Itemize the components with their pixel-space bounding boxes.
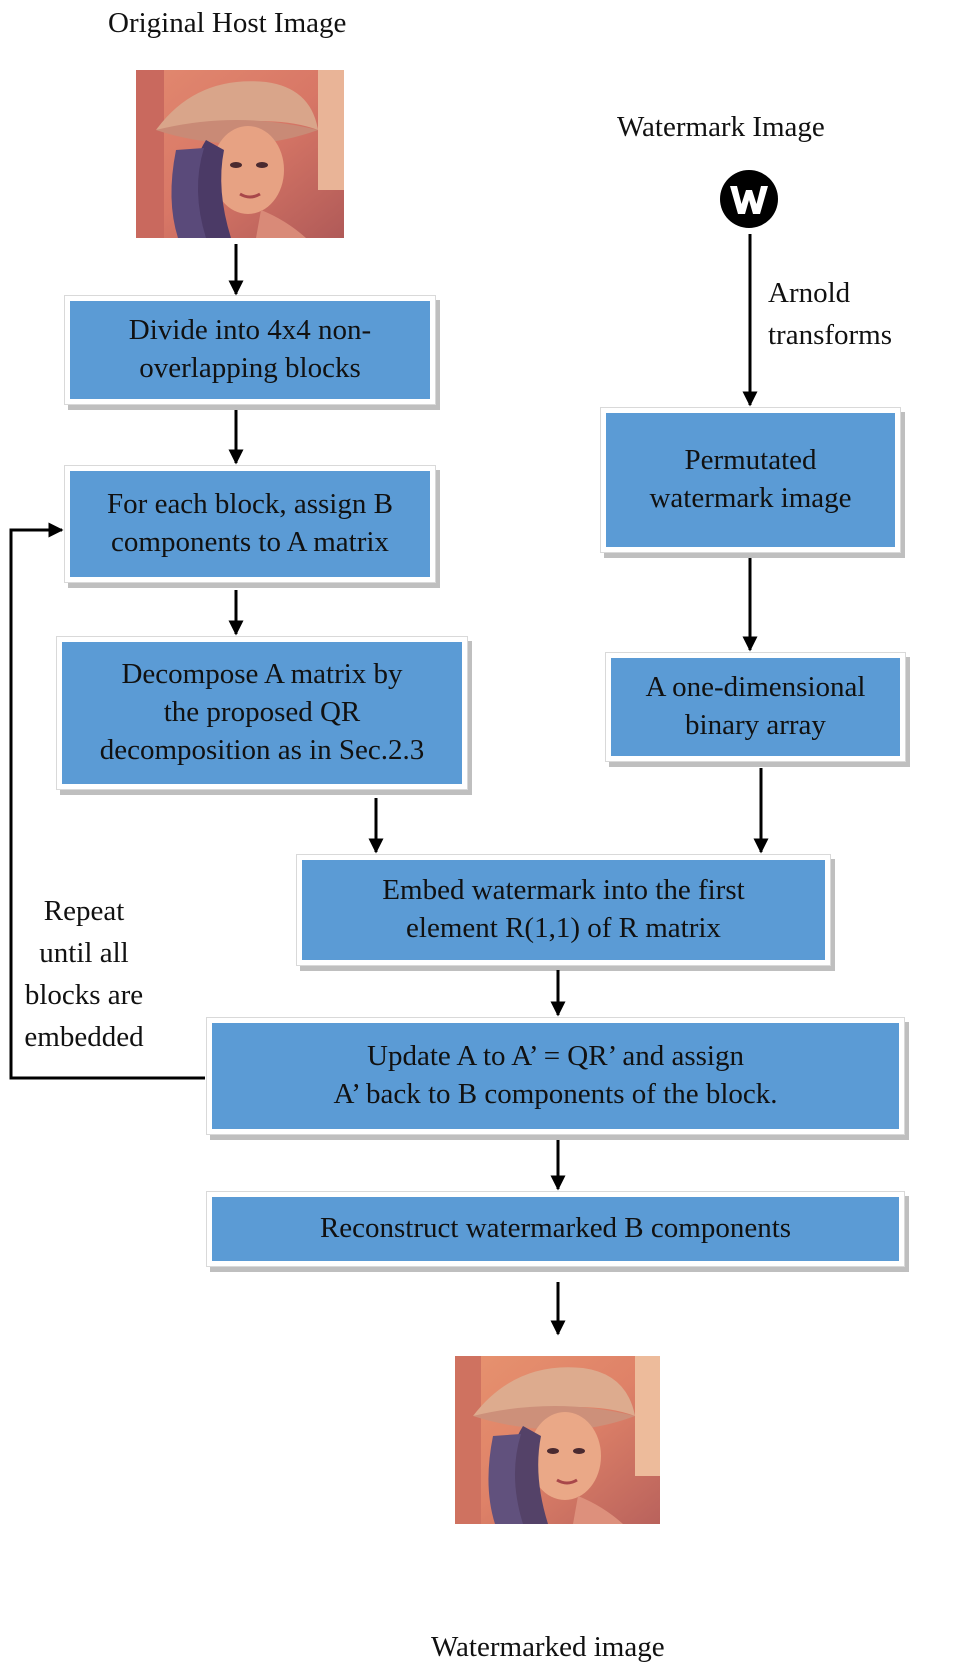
update-matrix-box: Update A to A’ = QR’ and assign A’ back … bbox=[207, 1018, 904, 1134]
watermark-image-label: Watermark Image bbox=[617, 111, 825, 143]
host-image-label: Original Host Image bbox=[108, 7, 347, 39]
watermarked-image-label: Watermarked image bbox=[431, 1631, 665, 1663]
reconstruct-box: Reconstruct watermarked B components bbox=[207, 1192, 904, 1266]
w-logo-icon bbox=[718, 168, 780, 230]
repeat-label: Repeat until all blocks are embedded bbox=[24, 895, 144, 1054]
embed-watermark-box: Embed watermark into the first element R… bbox=[297, 855, 830, 965]
host-image bbox=[136, 70, 344, 238]
permutated-watermark-box: Permutated watermark image bbox=[601, 408, 900, 552]
binary-array-box: A one-dimensional binary array bbox=[606, 653, 905, 761]
arnold-transforms-label: Arnold transforms bbox=[768, 277, 893, 352]
arrow-repeat-loop bbox=[9, 522, 205, 1080]
qr-decompose-box: Decompose A matrix by the proposed QR de… bbox=[57, 637, 467, 789]
divide-blocks-box: Divide into 4x4 non- overlapping blocks bbox=[65, 296, 435, 404]
watermarked-image bbox=[455, 1356, 660, 1524]
assign-components-box: For each block, assign B components to A… bbox=[65, 466, 435, 582]
